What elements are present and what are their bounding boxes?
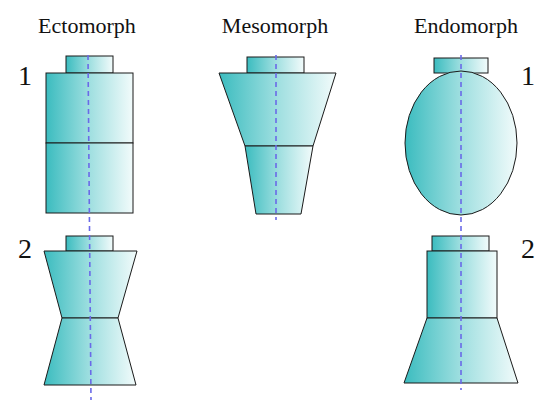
axis-line: [460, 55, 462, 390]
column-heading: Endomorph: [414, 15, 518, 37]
axis-line: [88, 55, 91, 400]
torso-block: [46, 73, 133, 143]
torso-trapezoid: [219, 73, 336, 146]
variant-number: 2: [521, 235, 535, 263]
axis-line: [275, 55, 277, 220]
variant-number: 2: [18, 235, 32, 263]
hip-trapezoid: [245, 146, 313, 214]
column-heading: Ectomorph: [38, 15, 136, 37]
variant-number: 1: [521, 62, 535, 90]
torso-block: [427, 251, 497, 318]
head-block: [66, 56, 113, 73]
variant-number: 1: [18, 62, 32, 90]
column-heading: Mesomorph: [222, 15, 328, 37]
